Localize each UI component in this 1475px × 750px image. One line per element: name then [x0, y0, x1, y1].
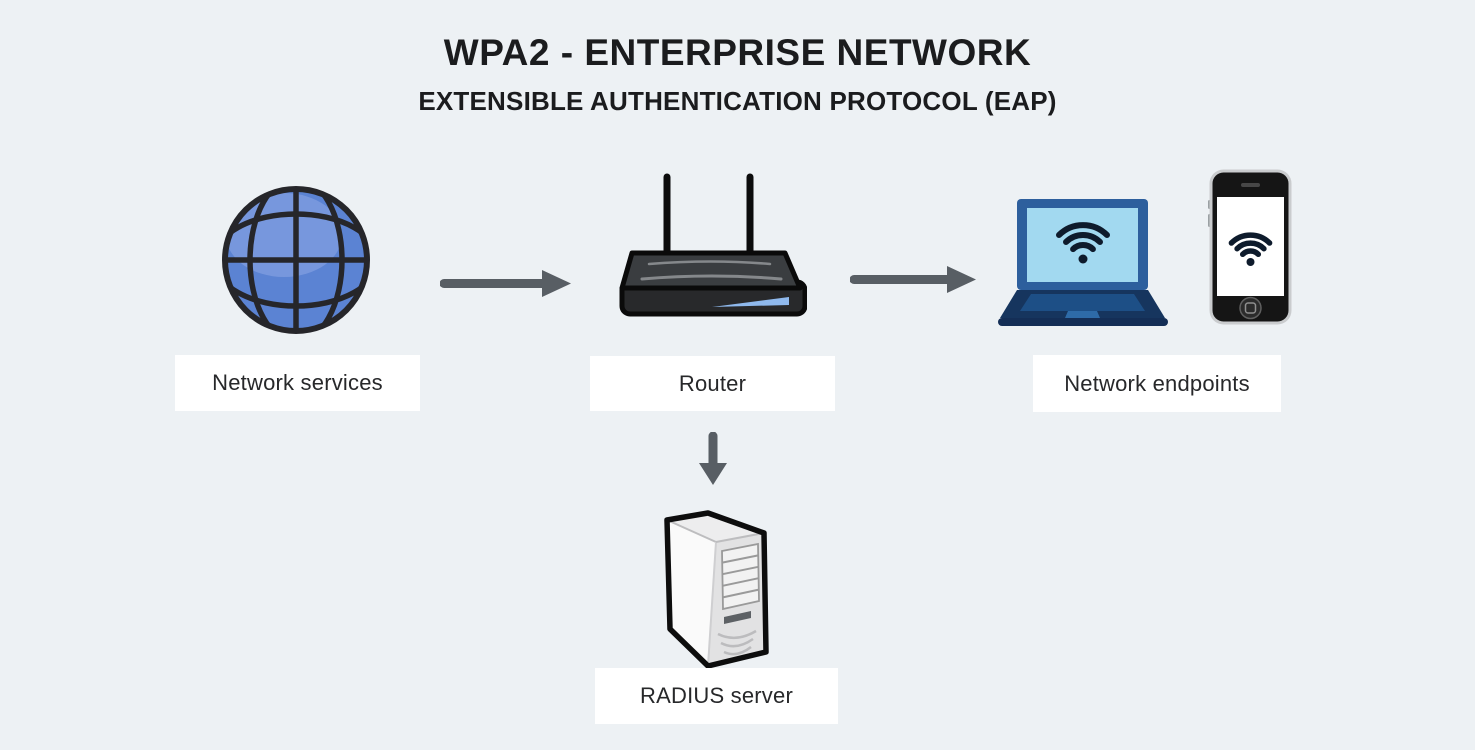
label-text: RADIUS server [640, 683, 793, 708]
label-text: Router [678, 370, 747, 396]
label-text: Network endpoints [1064, 370, 1250, 396]
wifi-icon [1228, 232, 1273, 266]
globe-icon [222, 186, 370, 334]
label-network-services: Network services [175, 355, 420, 411]
page-subtitle: EXTENSIBLE AUTHENTICATION PROTOCOL (EAP) [418, 86, 1057, 116]
label-router: Router [590, 356, 835, 411]
label-radius-server: RADIUS server [595, 668, 838, 724]
server-tower-icon [664, 510, 769, 669]
laptop-icon [998, 199, 1168, 326]
arrow-down-icon [699, 432, 727, 485]
label-network-endpoints: Network endpoints [1033, 355, 1281, 412]
wifi-icon [1056, 222, 1110, 264]
arrow-right-icon [440, 270, 571, 297]
smartphone-icon [1208, 169, 1292, 325]
router-icon [619, 173, 807, 317]
arrow-right-icon [850, 266, 976, 293]
page-title: WPA2 - ENTERPRISE NETWORK [443, 32, 1032, 73]
label-text: Network services [212, 370, 383, 395]
